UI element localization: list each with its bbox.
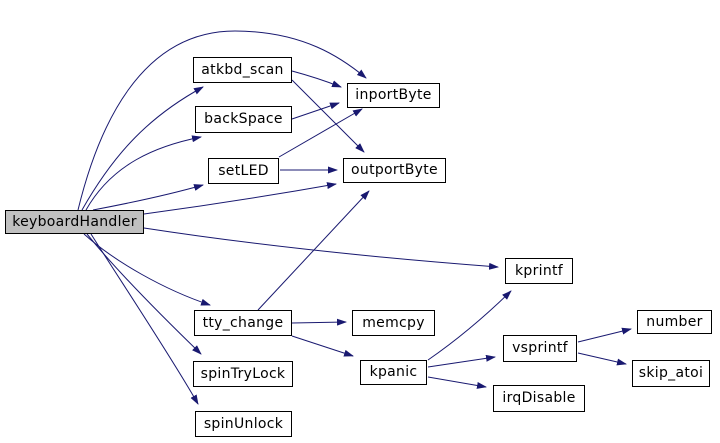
node-atkbd_scan[interactable]: atkbd_scan bbox=[193, 57, 292, 83]
node-label: setLED bbox=[218, 162, 269, 179]
edge-keyboardHandler-to-atkbd_scan bbox=[81, 86, 204, 211]
edge-keyboardHandler-to-outportByte bbox=[143, 182, 337, 215]
node-label: skip_atoi bbox=[638, 365, 704, 381]
edge-keyboardHandler-to-kprintf bbox=[143, 227, 499, 270]
node-label: tty_change bbox=[202, 314, 284, 331]
edge-tty_change-to-outportByte bbox=[257, 190, 370, 311]
node-label: irqDisable bbox=[502, 390, 576, 406]
edge-keyboardHandler-to-tty_change bbox=[83, 233, 211, 306]
node-label: memcpy bbox=[362, 314, 425, 331]
edge-keyboardHandler-to-setLED bbox=[92, 184, 204, 211]
edge-setLED-to-inportByte bbox=[278, 108, 363, 158]
edge-vsprintf-to-number bbox=[577, 327, 632, 343]
edge-kpanic-to-kprintf bbox=[427, 290, 512, 361]
node-label: keyboardHandler bbox=[12, 213, 137, 230]
node-skip_atoi[interactable]: skip_atoi bbox=[632, 360, 710, 387]
node-kpanic[interactable]: kpanic bbox=[360, 360, 427, 385]
node-spinUnlock[interactable]: spinUnlock bbox=[195, 411, 292, 437]
edge-tty_change-to-kpanic bbox=[291, 335, 354, 357]
node-label: backSpace bbox=[204, 111, 283, 127]
node-number[interactable]: number bbox=[637, 310, 712, 334]
node-spinTryLock[interactable]: spinTryLock bbox=[193, 361, 293, 387]
node-label: kpanic bbox=[369, 364, 418, 380]
node-label: spinUnlock bbox=[203, 415, 284, 432]
edge-tty_change-to-memcpy bbox=[291, 318, 347, 326]
edge-kpanic-to-vsprintf bbox=[427, 354, 496, 368]
node-label: spinTryLock bbox=[200, 365, 286, 382]
node-backSpace[interactable]: backSpace bbox=[195, 106, 292, 133]
node-label: inportByte bbox=[355, 87, 432, 103]
edge-keyboardHandler-to-spinUnlock bbox=[90, 233, 199, 405]
node-label: atkbd_scan bbox=[201, 61, 284, 78]
node-tty_change[interactable]: tty_change bbox=[194, 310, 292, 336]
edge-atkbd_scan-to-outportByte bbox=[291, 79, 365, 153]
node-memcpy[interactable]: memcpy bbox=[352, 310, 435, 336]
node-irqDisable[interactable]: irqDisable bbox=[493, 385, 585, 412]
edge-keyboardHandler-to-spinTryLock bbox=[86, 233, 202, 355]
edge-keyboardHandler-to-backSpace bbox=[85, 135, 202, 211]
edge-keyboardHandler-to-inportByte bbox=[77, 30, 367, 211]
edge-vsprintf-to-skip_atoi bbox=[577, 352, 627, 366]
node-label: vsprintf bbox=[512, 340, 568, 356]
node-keyboardHandler: keyboardHandler bbox=[5, 210, 144, 234]
node-label: number bbox=[646, 313, 703, 330]
edge-backSpace-to-inportByte bbox=[291, 102, 340, 120]
node-vsprintf[interactable]: vsprintf bbox=[503, 335, 577, 362]
node-outportByte[interactable]: outportByte bbox=[343, 158, 446, 183]
node-label: kprintf bbox=[514, 262, 564, 279]
node-inportByte[interactable]: inportByte bbox=[347, 83, 440, 108]
node-kprintf[interactable]: kprintf bbox=[505, 258, 573, 284]
edge-atkbd_scan-to-inportByte bbox=[291, 70, 342, 88]
node-setLED[interactable]: setLED bbox=[208, 158, 279, 184]
edge-kpanic-to-irqDisable bbox=[427, 376, 487, 389]
node-label: outportByte bbox=[351, 162, 438, 178]
